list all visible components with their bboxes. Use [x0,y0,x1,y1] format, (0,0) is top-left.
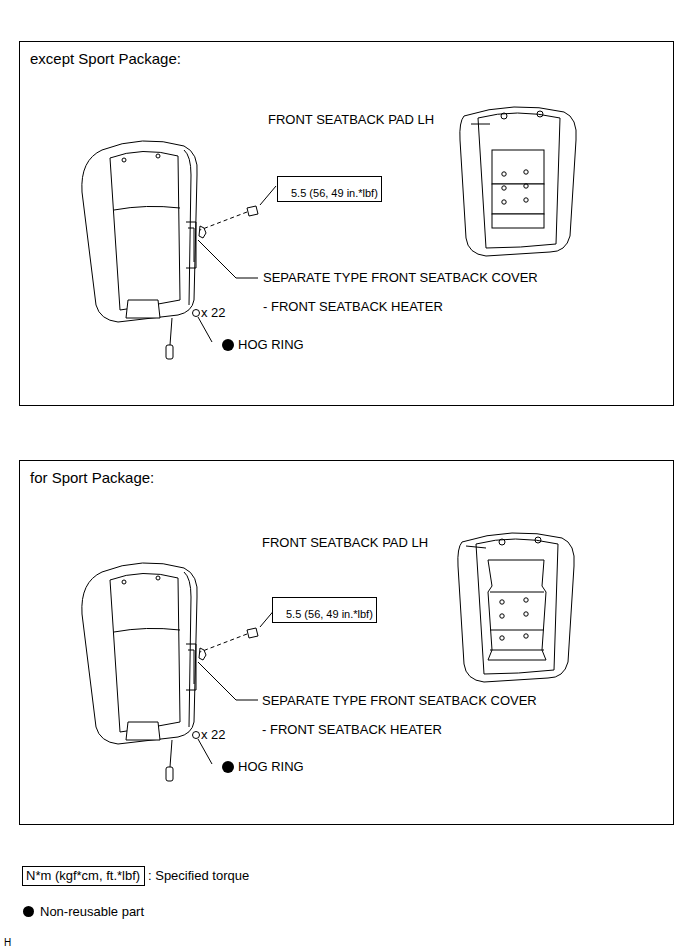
legend-torque-box: N*m (kgf*cm, ft.*lbf) [22,866,145,886]
part-name: HOG RING [238,759,304,775]
part-name: SEPARATE TYPE FRONT SEATBACK COVER [263,270,538,286]
leader-line [471,124,490,125]
seatback-pad-drawing [458,533,574,682]
part-name: HOG RING [238,337,304,353]
quantity: x 22 [201,305,226,321]
legend-swatch [23,906,34,917]
panel-heading: except Sport Package: [20,42,673,67]
variant-panel: for Sport Package: 5.5 (56, 49 in.*lbf) [19,460,674,825]
seatback-pad-drawing [460,107,576,256]
torque-spec: 5.5 (56, 49 in.*lbf) [281,178,378,200]
seatback-cover-drawing [82,563,276,781]
panel-heading: for Sport Package: [20,461,673,486]
non-reusable-dot [222,339,234,351]
torque-spec: N*m (kgf*cm, ft.*lbf) [26,868,141,884]
leader-line [466,546,486,548]
part-name: FRONT SEATBACK PAD LH [262,535,428,551]
seatback-cover-drawing [82,141,276,359]
torque-spec: 5.5 (56, 49 in.*lbf) [276,599,373,621]
part-name: SEPARATE TYPE FRONT SEATBACK COVER [262,693,537,709]
variant-panel: except Sport Package: 5.5 (56, 49 in.*lbf… [19,41,674,406]
part-name: - FRONT SEATBACK HEATER [262,722,442,738]
part-name: FRONT SEATBACK PAD LH [268,112,434,128]
part-name: - FRONT SEATBACK HEATER [263,299,443,315]
torque-box: 5.5 (56, 49 in.*lbf) [277,176,382,202]
legend-text: Non-reusable part [40,904,144,920]
legend-text: : Specified torque [148,868,249,884]
quantity: x 22 [201,727,226,743]
torque-box: 5.5 (56, 49 in.*lbf) [272,597,377,623]
figure-code: H [4,935,11,951]
non-reusable-dot [222,761,234,773]
